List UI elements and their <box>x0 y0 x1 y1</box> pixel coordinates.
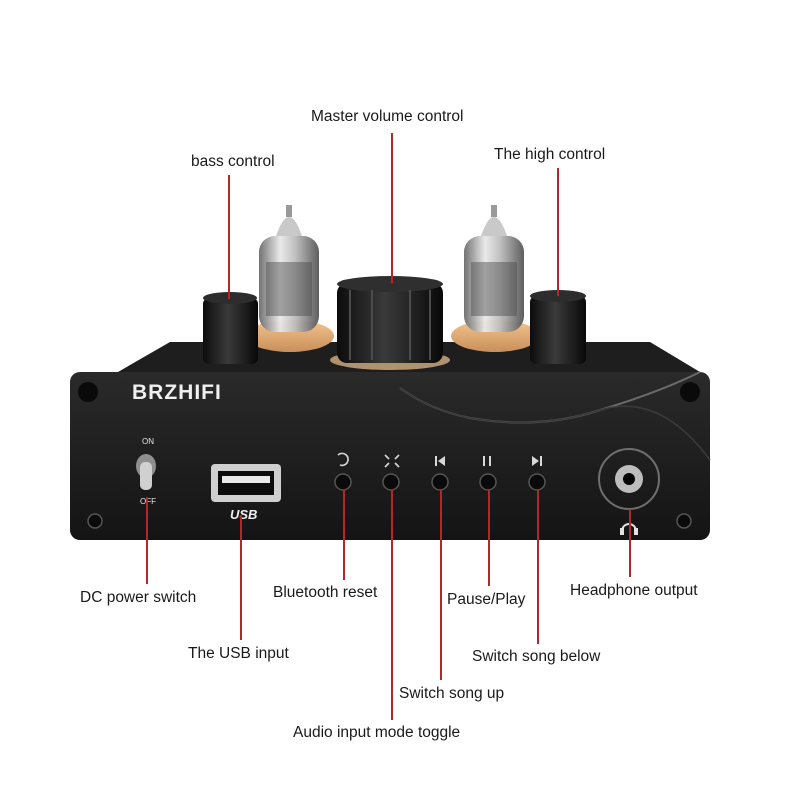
leader-line <box>537 490 539 644</box>
screw <box>78 382 98 402</box>
switch-on-text: ON <box>142 437 154 446</box>
power-toggle-switch <box>136 454 156 490</box>
label-pause-play: Pause/Play <box>447 591 526 608</box>
bass-knob <box>203 292 258 364</box>
mode-toggle-button <box>382 473 400 491</box>
leader-line <box>488 490 490 586</box>
label-audio-mode: Audio input mode toggle <box>293 724 461 741</box>
screw <box>87 513 103 529</box>
label-song-below: Switch song below <box>472 648 601 665</box>
right-vacuum-tube <box>464 205 524 332</box>
refresh-icon <box>337 452 349 467</box>
previous-icon <box>435 456 437 466</box>
bluetooth-reset-button <box>334 473 352 491</box>
next-icon <box>532 456 539 466</box>
previous-button <box>431 473 449 491</box>
usb-port <box>211 464 281 502</box>
leader-line <box>557 168 559 296</box>
master-volume-knob <box>337 276 443 363</box>
label-song-up: Switch song up <box>399 685 505 702</box>
treble-knob <box>530 290 586 364</box>
brand-logo: BRZHIFI <box>132 381 222 404</box>
switch-off-text: OFF <box>140 497 156 506</box>
screw <box>676 513 692 529</box>
leader-line <box>440 490 442 680</box>
label-headphone: Headphone output <box>570 582 698 599</box>
leader-line <box>228 175 230 299</box>
label-dc-power: DC power switch <box>80 589 197 606</box>
label-bt-reset: Bluetooth reset <box>273 584 378 601</box>
leader-line <box>343 490 345 580</box>
leader-line <box>391 133 393 283</box>
leader-line <box>240 515 242 640</box>
mode-icon <box>384 454 400 468</box>
leader-line <box>391 490 393 720</box>
label-high: The high control <box>494 146 606 163</box>
leader-line <box>146 497 148 584</box>
label-master-volume: Master volume control <box>311 108 464 125</box>
next-button <box>528 473 546 491</box>
usb-mark: USB <box>230 507 258 522</box>
screw <box>680 382 700 402</box>
pause-play-button <box>479 473 497 491</box>
left-vacuum-tube <box>259 205 319 332</box>
leader-line <box>629 509 631 577</box>
pause-icon <box>483 456 485 466</box>
label-bass: bass control <box>191 153 275 170</box>
label-usb-input: The USB input <box>188 645 289 662</box>
